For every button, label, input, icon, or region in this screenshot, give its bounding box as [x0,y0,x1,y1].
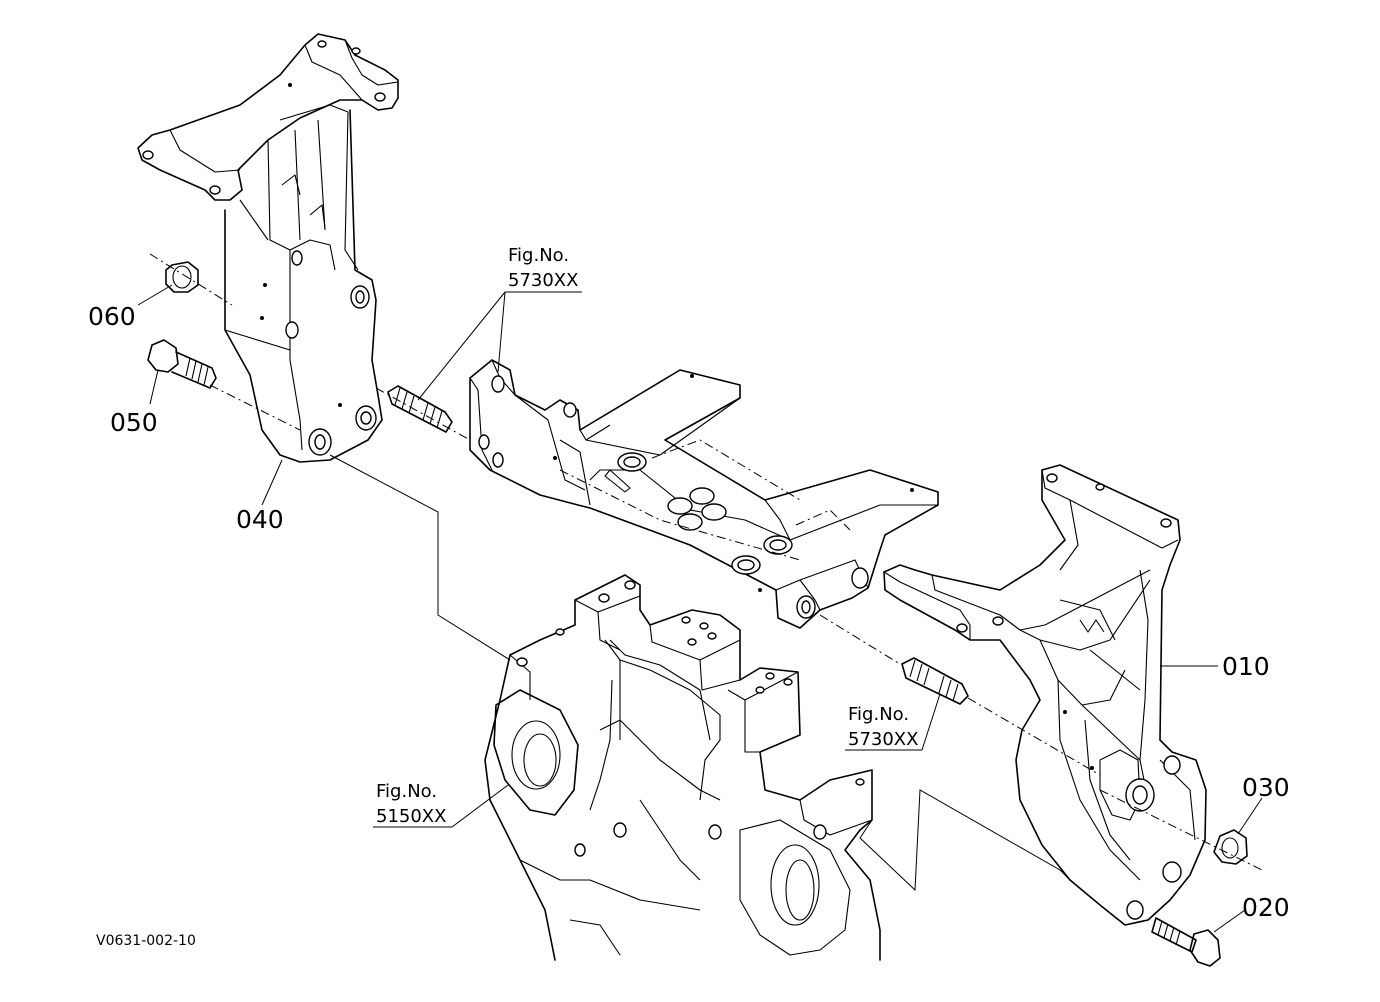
stud-lower-drawing [819,614,1101,776]
diagram-code: V0631-002-10 [96,933,196,949]
bracket-040-drawing [137,33,399,463]
fig-ref-upper-line2: 5730XX [508,270,578,291]
bolt-020-drawing [1151,917,1221,967]
assembly-line-040 [329,454,511,661]
label-010: 010 [1222,652,1270,681]
cross-member-drawing [469,359,939,629]
gear-housing-drawing [484,574,1071,961]
fig-ref-lower-line1: Fig.No. [848,704,909,725]
label-030: 030 [1242,773,1290,802]
label-060: 060 [88,302,136,331]
label-020: 020 [1242,893,1290,922]
fig-ref-lower-line2: 5730XX [848,729,918,750]
fig-ref-upper-line1: Fig.No. [508,245,569,266]
bolt-050-drawing [147,339,301,431]
label-040: 040 [236,505,284,534]
nut-030-drawing [1099,789,1263,871]
fig-ref-housing-line1: Fig.No. [376,781,437,802]
stud-upper-drawing [375,385,471,441]
fig-ref-housing-line2: 5150XX [376,806,446,827]
label-050: 050 [110,408,158,437]
nut-060-drawing [149,253,233,306]
bracket-010-drawing [883,464,1207,926]
